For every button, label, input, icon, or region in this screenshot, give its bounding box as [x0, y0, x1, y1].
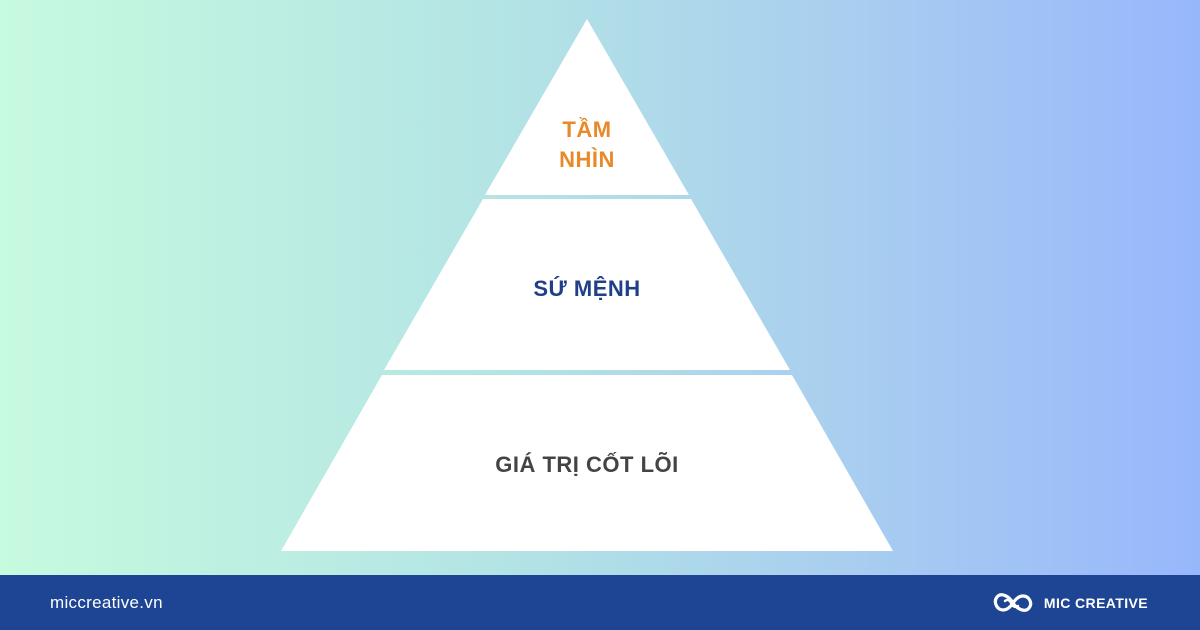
footer-bar: miccreative.vn MIC CREATIVE [0, 575, 1200, 630]
tier-label-vision: TẦM NHÌN [487, 115, 687, 175]
tier-label-vision-line-2: NHÌN [559, 147, 615, 172]
tier-label-mission: SỨ MỆNH [533, 276, 641, 301]
pyramid-tier-middle [384, 199, 790, 370]
infinity-loop-icon [993, 592, 1033, 612]
tier-label-vision-line-1: TẦM [562, 117, 612, 142]
website-link[interactable]: miccreative.vn [50, 593, 163, 612]
pyramid-diagram [0, 0, 1200, 575]
diagram-canvas: TẦM NHÌN SỨ MỆNH GIÁ TRỊ CỐT LÕI [0, 0, 1200, 575]
pyramid-tier-top [485, 19, 689, 195]
brand-name: MIC CREATIVE [1043, 594, 1148, 611]
brand-logo-group: MIC CREATIVE [992, 575, 1148, 630]
pyramid-tier-bottom [281, 375, 893, 551]
tier-label-core-values: GIÁ TRỊ CỐT LÕI [495, 452, 679, 477]
